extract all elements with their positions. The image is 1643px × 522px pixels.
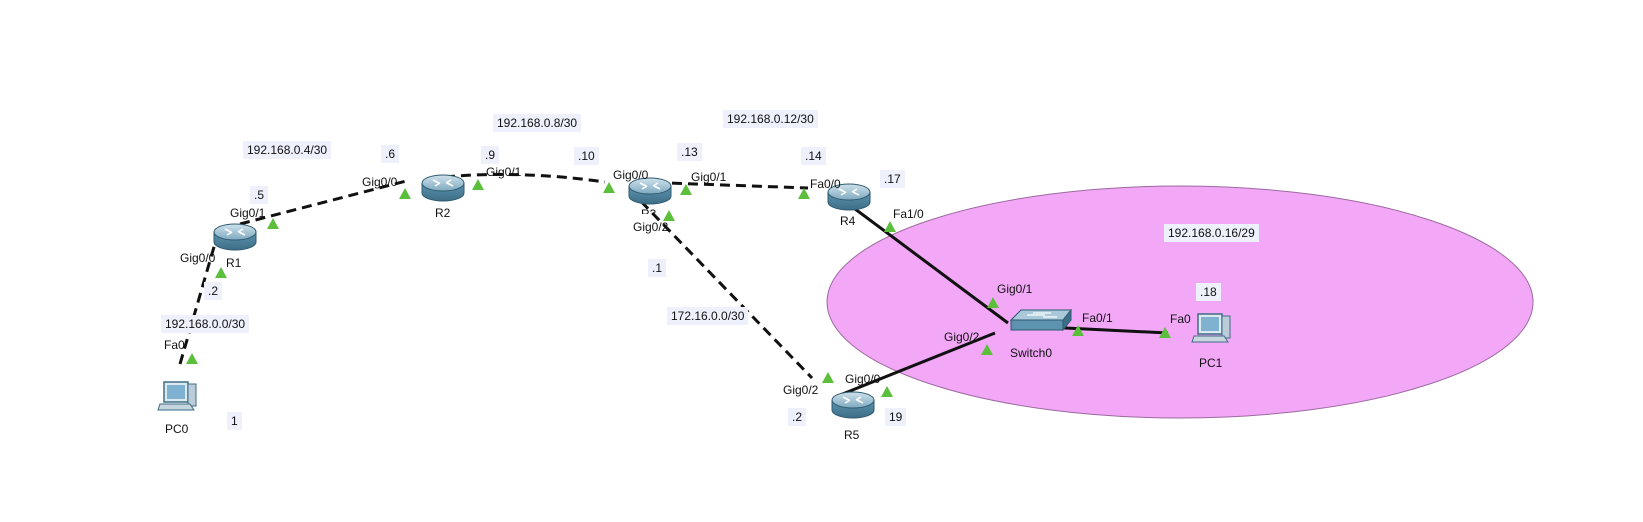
address-label: .10	[574, 147, 599, 165]
address-label: .9	[481, 146, 500, 164]
label-r1: R1	[226, 256, 242, 270]
link-r5-switch0	[839, 331, 996, 397]
interface-label: Fa0/1	[1082, 311, 1113, 325]
address-label: .1	[648, 259, 667, 277]
router-icon[interactable]	[213, 223, 257, 251]
address-label: .14	[801, 147, 826, 165]
interface-label: Gig0/0	[362, 175, 398, 189]
network-label-r1-r2: 192.168.0.4/30	[243, 141, 332, 159]
router-icon[interactable]	[421, 174, 465, 202]
address-label: .5	[250, 186, 269, 204]
label-pc0: PC0	[165, 422, 189, 436]
link-switch0-pc1	[1044, 325, 1169, 335]
interface-label: Gig0/1	[230, 206, 266, 220]
interface-label: Gig0/2	[633, 220, 669, 234]
interface-label: Fa1/0	[893, 207, 924, 221]
port-up-triangle	[798, 188, 810, 199]
interface-label: Gig0/1	[691, 170, 727, 184]
network-label-r3-r4: 192.168.0.12/30	[723, 110, 818, 128]
pc-icon[interactable]	[157, 381, 197, 411]
network-label-r2-r3: 192.168.0.8/30	[493, 114, 582, 132]
interface-label: Gig0/1	[486, 165, 522, 179]
address-label: 19	[885, 408, 907, 426]
interface-label: Gig0/0	[845, 372, 881, 386]
pc-icon[interactable]	[1191, 313, 1231, 343]
link-r2-r3	[444, 172, 606, 184]
network-label-r3-r5: 172.16.0.0/30	[667, 307, 749, 325]
port-up-triangle	[822, 372, 834, 383]
port-up-triangle	[603, 182, 615, 193]
label-r3: R3	[641, 207, 657, 214]
interface-label: Gig0/2	[944, 330, 980, 344]
network-label-pc0-r1: 192.168.0.0/30	[161, 315, 250, 333]
link-r1-r2	[239, 178, 411, 226]
link-r3-r5	[628, 188, 814, 380]
port-up-triangle	[399, 188, 411, 199]
link-r4-switch0	[842, 198, 1009, 325]
address-label: .18	[1196, 283, 1221, 301]
port-up-triangle	[680, 184, 692, 195]
router-icon[interactable]	[831, 391, 875, 419]
link-pc0-r1	[178, 239, 218, 365]
label-switch0: Switch0	[1010, 346, 1053, 360]
port-up-triangle	[186, 353, 198, 364]
port-up-triangle	[472, 179, 484, 190]
interface-label: Gig0/1	[997, 282, 1033, 296]
label-pc1: PC1	[1199, 356, 1223, 370]
interface-label: Fa0	[1170, 312, 1191, 326]
label-r4: R4	[840, 214, 856, 228]
interface-label: Fa0/0	[810, 177, 841, 191]
address-label: .2	[788, 408, 807, 426]
address-label: .2	[204, 282, 223, 300]
port-up-triangle	[884, 221, 896, 232]
address-label: .6	[381, 145, 400, 163]
interface-label: Gig0/0	[613, 168, 649, 182]
interface-label: Gig0/0	[180, 251, 216, 265]
interface-label: Gig0/2	[783, 383, 819, 397]
switch-icon[interactable]	[1009, 308, 1073, 332]
port-up-triangle	[881, 386, 893, 397]
link-r3-r4	[639, 180, 809, 190]
port-up-triangle	[267, 218, 279, 229]
address-label: 1	[227, 412, 242, 430]
network-label-lan: 192.168.0.16/29	[1164, 224, 1259, 242]
address-label: .13	[677, 143, 702, 161]
address-label: .17	[880, 170, 905, 188]
label-r5: R5	[844, 428, 860, 442]
interface-label: Fa0	[164, 338, 185, 352]
label-r2: R2	[435, 206, 451, 220]
lan-area	[826, 185, 1534, 419]
